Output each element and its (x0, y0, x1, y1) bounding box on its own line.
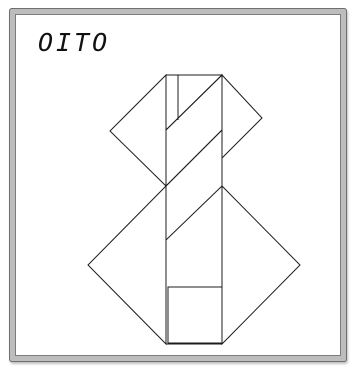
upper-left-triangle (110, 75, 166, 186)
central-parallelogram (166, 75, 222, 186)
base-square (168, 287, 222, 343)
upper-right-triangle (222, 75, 262, 158)
lower-left-triangle (88, 186, 166, 344)
lower-right-triangle (222, 186, 300, 344)
column-diagonal-mid (166, 186, 222, 240)
